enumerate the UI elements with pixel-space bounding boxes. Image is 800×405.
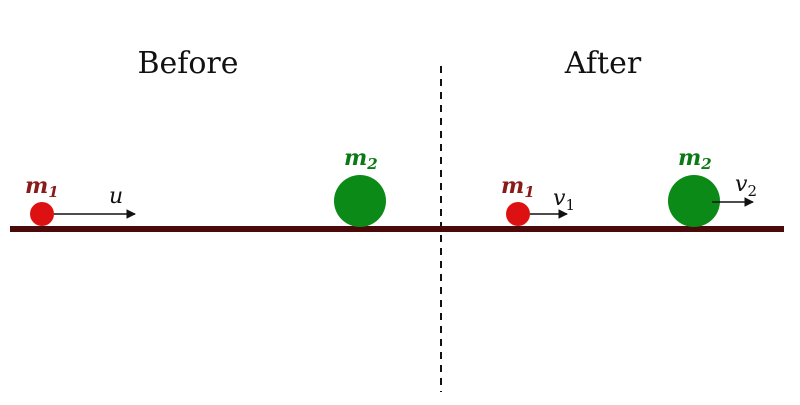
before-mass1-label: m1 (25, 173, 59, 201)
after-velocity2-label: v2 (735, 172, 757, 200)
before-heading: Before (137, 46, 238, 81)
after-mass1-ball (506, 202, 530, 226)
after-heading: After (564, 46, 642, 81)
after-mass2-label: m2 (678, 145, 712, 173)
after-velocity1-label: v1 (553, 186, 575, 214)
before-mass2-label: m2 (344, 145, 378, 173)
after-mass1-label: m1 (501, 173, 535, 201)
before-velocity1-label: u (109, 184, 123, 209)
before-mass1-ball (30, 202, 54, 226)
before-mass2-ball (334, 175, 386, 227)
after-mass2-ball (668, 175, 720, 227)
